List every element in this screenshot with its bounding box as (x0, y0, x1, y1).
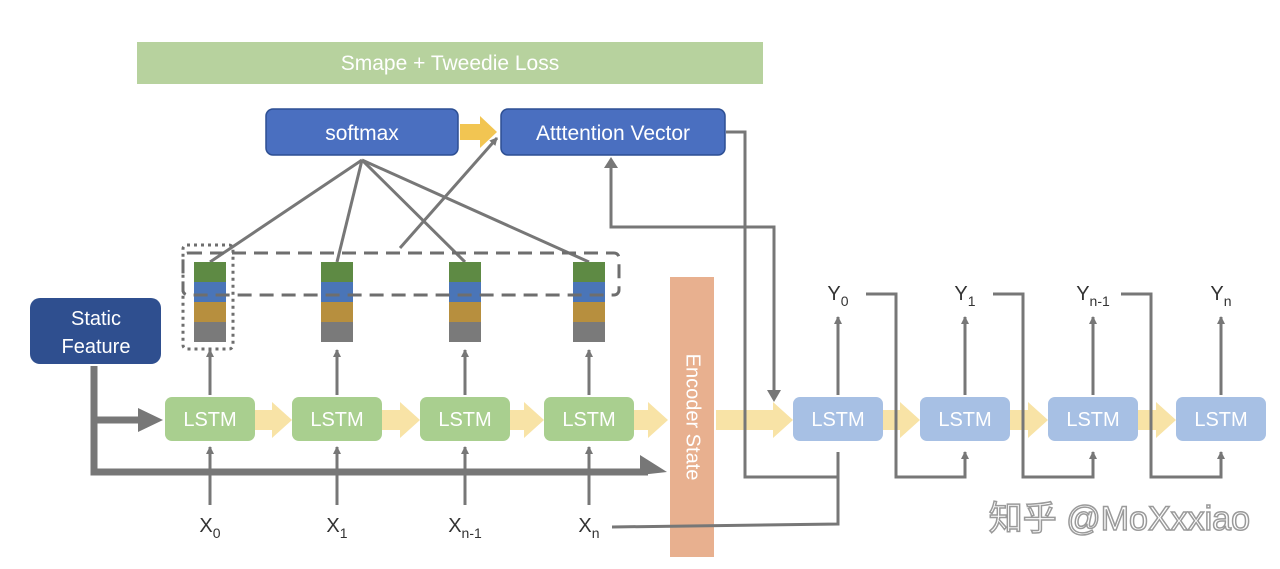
flow-arrows (255, 402, 1176, 438)
softmax-to-hidden-line (361, 158, 590, 264)
encoder-lstm-label: LSTM (310, 409, 363, 431)
softmax-box: softmax (265, 108, 459, 156)
state-to-decoder-arrow (716, 402, 793, 438)
static-feature-line1: Static (71, 308, 121, 330)
encoder-lstm-label: LSTM (562, 409, 615, 431)
softmax-to-hidden-line (335, 159, 364, 263)
hidden-state-block (321, 282, 353, 302)
decoder-output-label: Y1 (954, 283, 975, 309)
decoder-lstm-label: LSTM (938, 409, 991, 431)
attention-vector-box: Atttention Vector (500, 108, 726, 156)
encoder-input-label: X0 (199, 515, 220, 541)
hidden-state-block (194, 322, 226, 342)
watermark-text: 知乎 @MoXxxiao (989, 500, 1250, 538)
hidden-state-block (449, 262, 481, 282)
encoder-lstm-cell: LSTM X0 (165, 349, 255, 541)
decoder-lstm-label: LSTM (1066, 409, 1119, 431)
hidden-states (194, 262, 605, 342)
decoder-output-label: Yn-1 (1076, 283, 1110, 309)
hidden-to-attention-line (398, 137, 499, 249)
decoder-lstm-cell: LSTM Y0 (793, 283, 969, 479)
hidden-state-block (573, 322, 605, 342)
hidden-column-highlight (181, 243, 235, 351)
encoder-cells: LSTM X0 LSTM X1 LSTM Xn-1 LSTM Xn (165, 349, 840, 541)
encoder-lstm-cell: LSTM X1 (292, 349, 382, 541)
attention-to-decoder-line (609, 165, 776, 399)
hidden-state-stack (194, 262, 226, 342)
encoder-input-label: Xn-1 (448, 515, 482, 541)
hidden-state-block (573, 262, 605, 282)
hidden-state-block (449, 282, 481, 302)
static-feature-line2: Feature (62, 336, 131, 358)
hidden-state-block (449, 322, 481, 342)
hidden-state-block (321, 322, 353, 342)
encoder-flow-arrow (255, 402, 292, 438)
decoder-lstm-label: LSTM (811, 409, 864, 431)
softmax-to-hidden-line (360, 158, 467, 264)
decoder-flow-arrow (1010, 402, 1048, 438)
output-feedback-line (993, 292, 1097, 479)
hidden-row-highlight (181, 251, 621, 297)
softmax-label: softmax (325, 122, 399, 145)
hidden-state-block (194, 262, 226, 282)
encoder-input-label: Xn (578, 515, 599, 541)
decoder-lstm-cell: LSTM Yn-1 (1048, 283, 1225, 479)
static-feature-box: Static Feature (30, 298, 161, 364)
output-feedback-line (866, 292, 969, 479)
hidden-state-block (573, 302, 605, 322)
hidden-state-block (194, 302, 226, 322)
output-feedback-line (1121, 292, 1225, 479)
decoder-output-label: Yn (1210, 283, 1231, 309)
encoder-state-label: Encoder State (682, 354, 704, 481)
encoder-input-label: X1 (326, 515, 347, 541)
hidden-state-block (573, 282, 605, 302)
hidden-state-stack (573, 262, 605, 342)
encoder-lstm-label: LSTM (183, 409, 236, 431)
static-feature-connectors (90, 366, 667, 476)
encoder-lstm-cell: LSTM Xn-1 (420, 349, 510, 541)
encoder-flow-arrow (510, 402, 544, 438)
hidden-state-block (321, 302, 353, 322)
attention-vector-to-decoder-line (726, 130, 840, 479)
encoder-to-state-arrow (634, 402, 668, 438)
attention-lines (209, 137, 590, 264)
softmax-to-hidden-line (209, 158, 363, 264)
encoder-lstm-cell: LSTM Xn (544, 349, 634, 541)
loss-banner: Smape + Tweedie Loss (137, 42, 763, 84)
decoder-flow-arrow (883, 402, 920, 438)
hidden-state-stack (449, 262, 481, 342)
decoder-lstm-cell: LSTM Y1 (920, 283, 1097, 479)
hidden-state-block (449, 302, 481, 322)
encoder-lstm-label: LSTM (438, 409, 491, 431)
hidden-state-block (194, 282, 226, 302)
encoder-flow-arrow (382, 402, 420, 438)
decoder-flow-arrow (1138, 402, 1176, 438)
decoder-lstm-label: LSTM (1194, 409, 1247, 431)
encoder-state-bar: Encoder State (670, 277, 714, 557)
loss-banner-text: Smape + Tweedie Loss (341, 52, 560, 75)
decoder-output-label: Y0 (827, 283, 848, 309)
softmax-to-attention-arrow (460, 116, 497, 148)
attention-vector-label: Atttention Vector (536, 122, 690, 145)
hidden-state-stack (321, 262, 353, 342)
decoder-lstm-cell: LSTM Yn (1176, 283, 1266, 441)
hidden-state-block (321, 262, 353, 282)
